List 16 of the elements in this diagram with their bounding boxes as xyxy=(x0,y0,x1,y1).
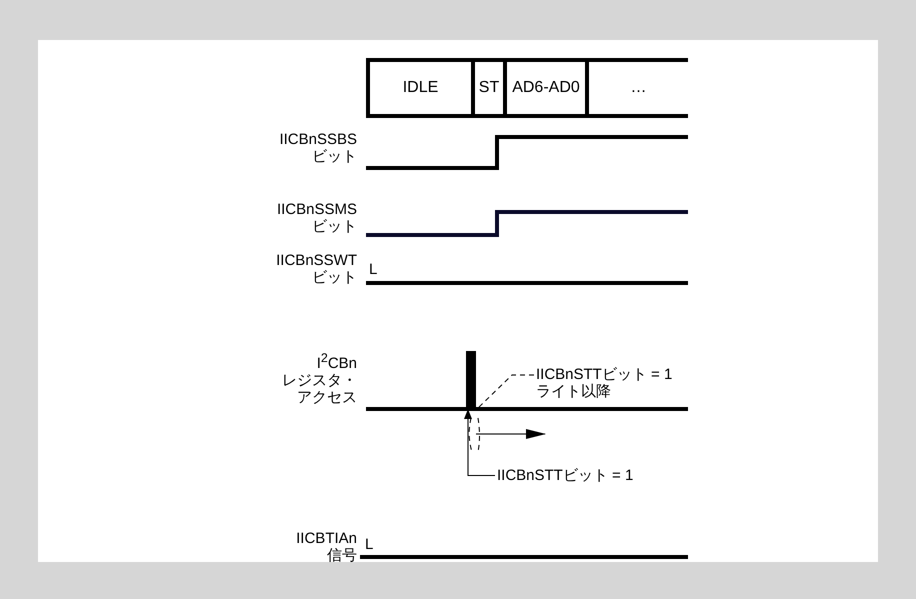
bus-segment: IDLE xyxy=(366,58,471,118)
leader-line xyxy=(476,374,534,410)
annotation-text: IICBnSTTビット = 1 xyxy=(497,467,647,484)
bus-segment: AD6-AD0 xyxy=(503,58,585,118)
bus-segment: … xyxy=(585,58,688,118)
signal-name: IICBnSSBS ビット xyxy=(278,131,357,165)
level-label: L xyxy=(365,536,374,553)
signal-name: IICBnSSMS ビット xyxy=(276,201,357,235)
annotation-text: IICBnSTTビット = 1ライト以降 xyxy=(536,366,686,400)
level-label: L xyxy=(369,261,378,278)
leader-line xyxy=(464,409,496,476)
signal-name: I$^{2}$CBn レジスタ・アクセス xyxy=(281,350,357,406)
pulse-bar xyxy=(466,351,476,409)
bus-segment: ST xyxy=(471,58,503,118)
signal-name: IICBTIAn 信号 xyxy=(295,530,357,564)
signal-name: IICBnSSWT ビット xyxy=(275,252,357,286)
